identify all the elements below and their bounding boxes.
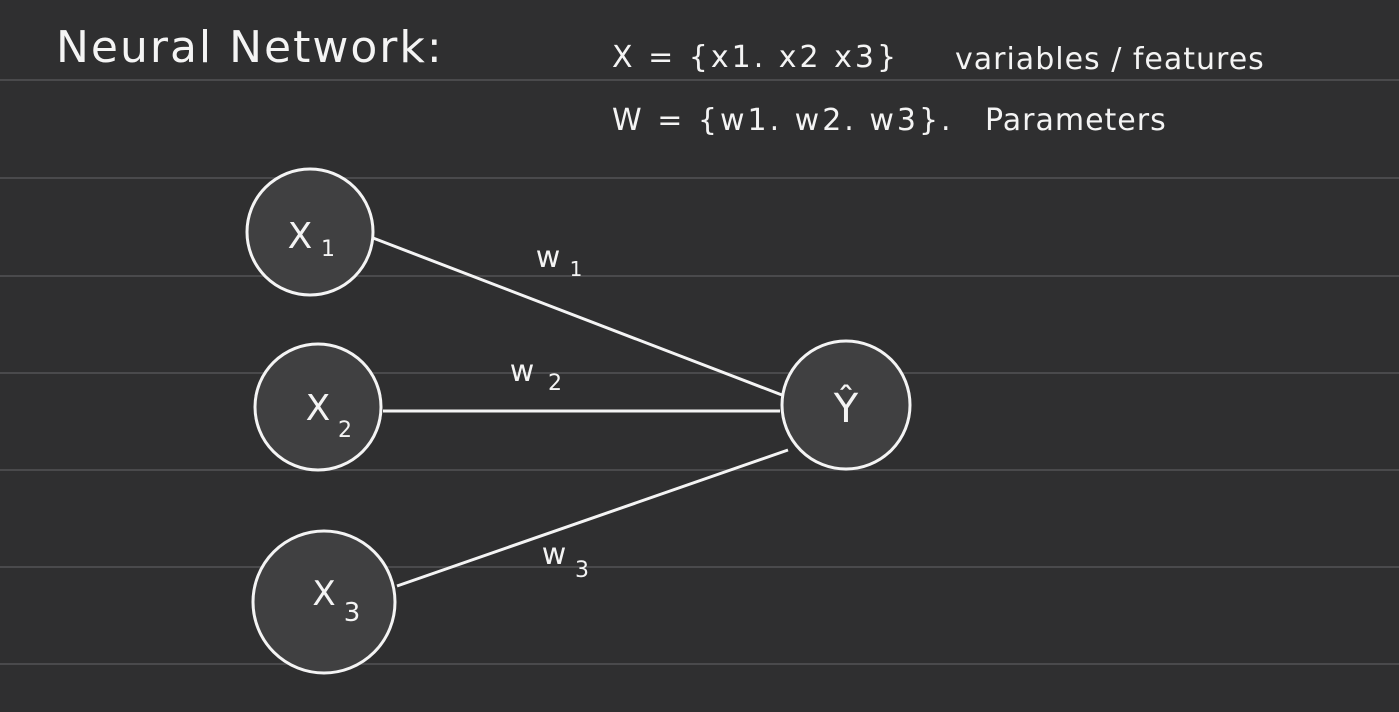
input-vector-label: variables / features: [955, 42, 1265, 77]
node-x3-sub: 3: [344, 598, 361, 628]
edge-label-w2: w 2: [510, 354, 562, 396]
node-output-circle: [780, 339, 912, 471]
node-x3-var: X: [312, 574, 335, 614]
edge-label-w3: w 3: [542, 537, 589, 583]
node-x1: X 1: [245, 167, 375, 297]
edge-label-w2-sub: 2: [548, 371, 562, 396]
node-x2-circle: [253, 342, 383, 472]
node-x1-sub: 1: [321, 237, 335, 262]
edge-label-w3-var: w: [542, 537, 567, 572]
edge-x3-to-output: [396, 448, 789, 588]
edge-label-w3-sub: 3: [575, 558, 589, 583]
weight-vector-definition: W = {w1. w2. w3}.: [612, 103, 954, 138]
node-x2: X 2: [253, 342, 383, 472]
edge-label-w1: w 1: [536, 240, 583, 281]
edge-label-w2-var: w: [510, 354, 535, 389]
node-x1-circle: [245, 167, 375, 297]
edge-x1-to-output: [372, 236, 783, 397]
node-x2-sub: 2: [338, 418, 352, 443]
input-vector-definition: X = {x1. x2 x3}: [612, 40, 900, 75]
node-output-var: Ŷ: [833, 383, 859, 432]
weight-vector-label: Parameters: [985, 103, 1167, 138]
node-x2-var: X: [306, 388, 331, 429]
edge-label-w1-sub: 1: [570, 257, 583, 281]
node-x3-circle: [251, 529, 397, 675]
edge-label-w1-var: w: [536, 240, 561, 275]
page-title: Neural Network:: [56, 22, 444, 73]
node-x1-var: X: [288, 216, 313, 257]
node-output: Ŷ: [780, 339, 912, 471]
node-x3: X 3: [251, 529, 397, 675]
